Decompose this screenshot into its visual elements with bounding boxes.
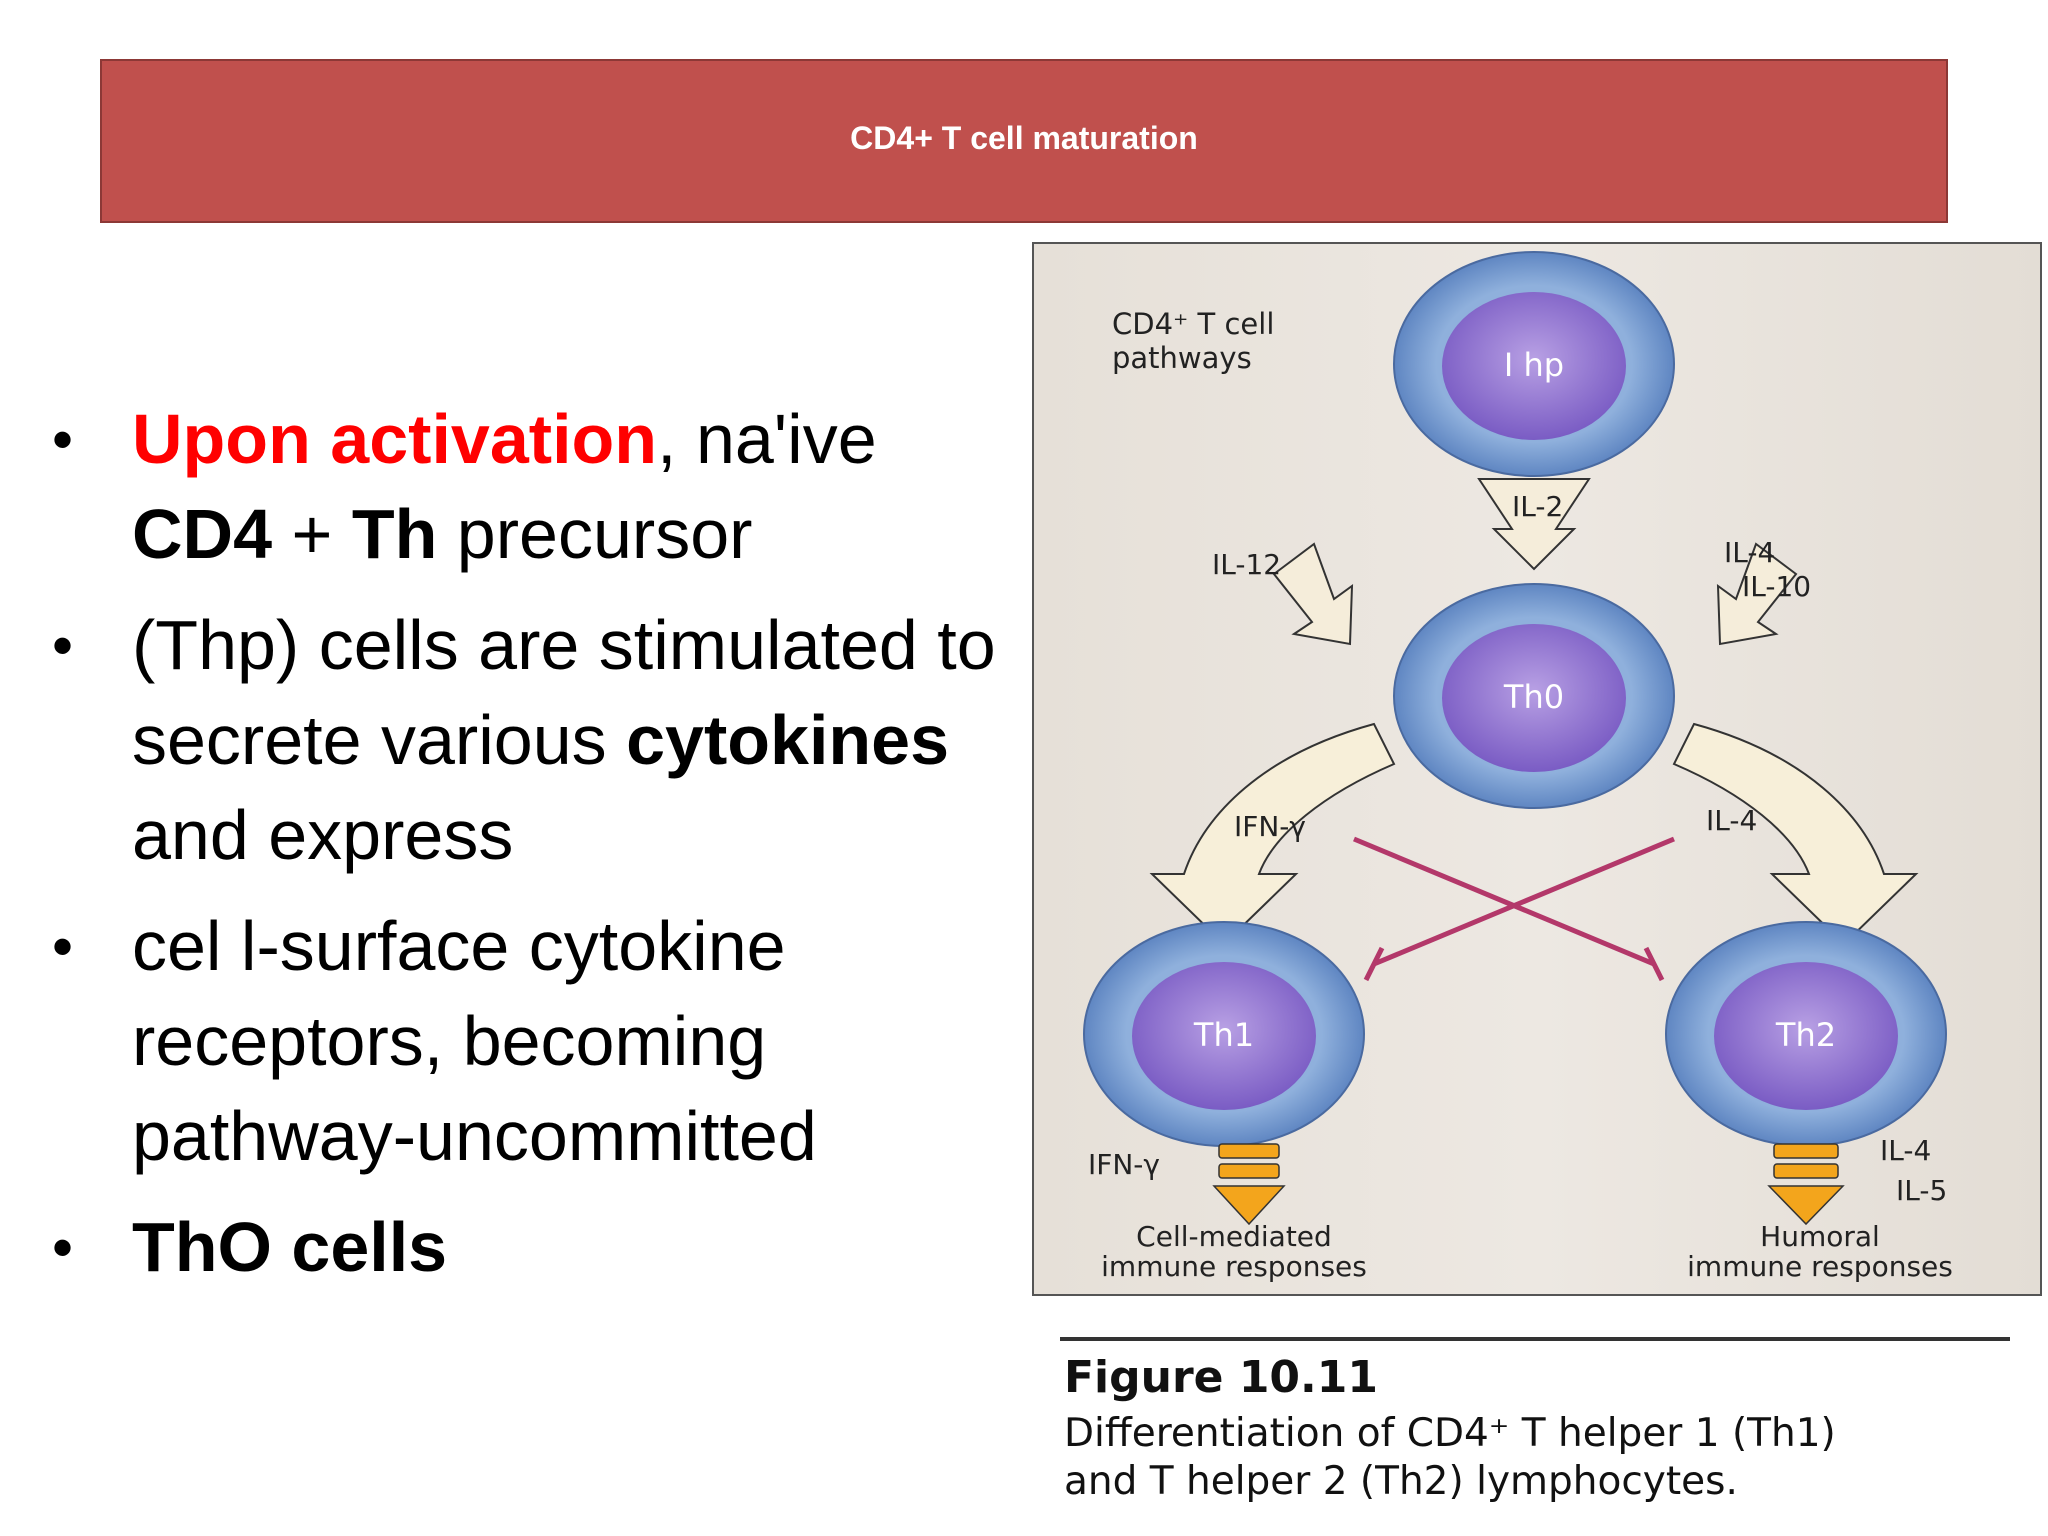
cell-label-th1: Th1 xyxy=(1193,1016,1254,1054)
bullet-item-2: • (Thp) cells are stimulated to secrete … xyxy=(52,598,1012,883)
label-ifn-mid: IFN-γ xyxy=(1234,810,1306,843)
label-il4-bottom: IL-4 xyxy=(1880,1134,1931,1167)
outcome-left-1: Cell-mediated xyxy=(1136,1220,1332,1253)
figure-number: Figure 10.11 xyxy=(1064,1352,1378,1403)
outcome-right-2: immune responses xyxy=(1687,1250,1953,1283)
label-il4-top: IL-4 xyxy=(1724,536,1775,569)
bullet-text: (Thp) cells are stimulated to secrete va… xyxy=(132,606,996,779)
highlight-text: Upon activation xyxy=(132,400,658,478)
figure-caption: Differentiation of CD4⁺ T helper 1 (Th1)… xyxy=(1064,1410,2024,1506)
cell-th1: Th1 xyxy=(1083,921,1365,1147)
caption-divider xyxy=(1060,1337,2010,1341)
inhibition-bar-1 xyxy=(1643,946,1665,982)
figure-diagram: CD4⁺ T cell pathways I hp Th0 Th xyxy=(1032,242,2042,1296)
inhibition-line-2 xyxy=(1373,836,1675,967)
slide-title: CD4+ T cell maturation xyxy=(850,119,1198,156)
cell-th0: Th0 xyxy=(1393,583,1675,809)
secretion-icon-left xyxy=(1212,1143,1286,1226)
arrow-il2 xyxy=(1477,478,1591,571)
bullet-item-4: • ThO cells xyxy=(52,1200,1012,1295)
cell-label-th0: Th0 xyxy=(1503,678,1564,716)
inhibition-bar-2 xyxy=(1363,946,1385,982)
bullet-marker: • xyxy=(52,913,74,980)
bullet-text: + xyxy=(272,495,352,573)
label-il12: IL-12 xyxy=(1212,548,1281,581)
bullet-text: precursor xyxy=(437,495,753,573)
caption-line-2: and T helper 2 (Th2) lymphocytes. xyxy=(1064,1459,1738,1504)
figure-heading-1: CD4⁺ T cell xyxy=(1112,307,1274,341)
cell-label-thp: I hp xyxy=(1504,346,1564,384)
bullet-item-1: • Upon activation, na'ive CD4 + Th precu… xyxy=(52,392,1012,582)
figure-heading-2: pathways xyxy=(1112,341,1252,375)
arrow-to-th1 xyxy=(1149,722,1396,946)
bullet-marker: • xyxy=(52,612,74,679)
outcome-left-2: immune responses xyxy=(1101,1250,1367,1283)
title-bar: CD4+ T cell maturation xyxy=(100,59,1948,223)
bullet-item-3: • cel l-surface cytokine receptors, beco… xyxy=(52,899,1012,1184)
label-il5: IL-5 xyxy=(1896,1174,1947,1207)
outcome-right-1: Humoral xyxy=(1760,1220,1880,1253)
label-ifn-bottom: IFN-γ xyxy=(1088,1148,1160,1181)
arrow-to-th2 xyxy=(1672,722,1919,946)
cell-th2: Th2 xyxy=(1665,921,1947,1147)
bullet-marker: • xyxy=(52,1214,74,1281)
cd4-pathway-diagram: CD4⁺ T cell pathways I hp Th0 Th xyxy=(1034,244,2040,1294)
bold-text: Th xyxy=(351,495,438,573)
bullet-text: , na'ive xyxy=(657,400,877,478)
caption-line-1: Differentiation of CD4⁺ T helper 1 (Th1) xyxy=(1064,1411,1836,1456)
bullet-marker: • xyxy=(52,406,74,473)
arrow-il12 xyxy=(1272,542,1354,646)
bold-text: cytokines xyxy=(626,701,950,779)
bullet-text: cel l-surface cytokine receptors, becomi… xyxy=(132,907,817,1175)
secretion-icon-right xyxy=(1767,1143,1845,1226)
bold-text: ThO cells xyxy=(132,1208,448,1286)
bullet-list: • Upon activation, na'ive CD4 + Th precu… xyxy=(52,392,1012,1295)
arrow-il4-top xyxy=(1716,542,1798,646)
bullet-text: and express xyxy=(132,796,514,874)
label-il10: IL-10 xyxy=(1742,570,1811,603)
label-il4-mid: IL-4 xyxy=(1706,804,1757,837)
cell-thp: I hp xyxy=(1393,251,1675,477)
bold-text: CD4 xyxy=(132,495,273,573)
label-il2: IL-2 xyxy=(1512,490,1563,523)
inhibition-line-1 xyxy=(1353,836,1655,967)
cell-label-th2: Th2 xyxy=(1775,1016,1836,1054)
